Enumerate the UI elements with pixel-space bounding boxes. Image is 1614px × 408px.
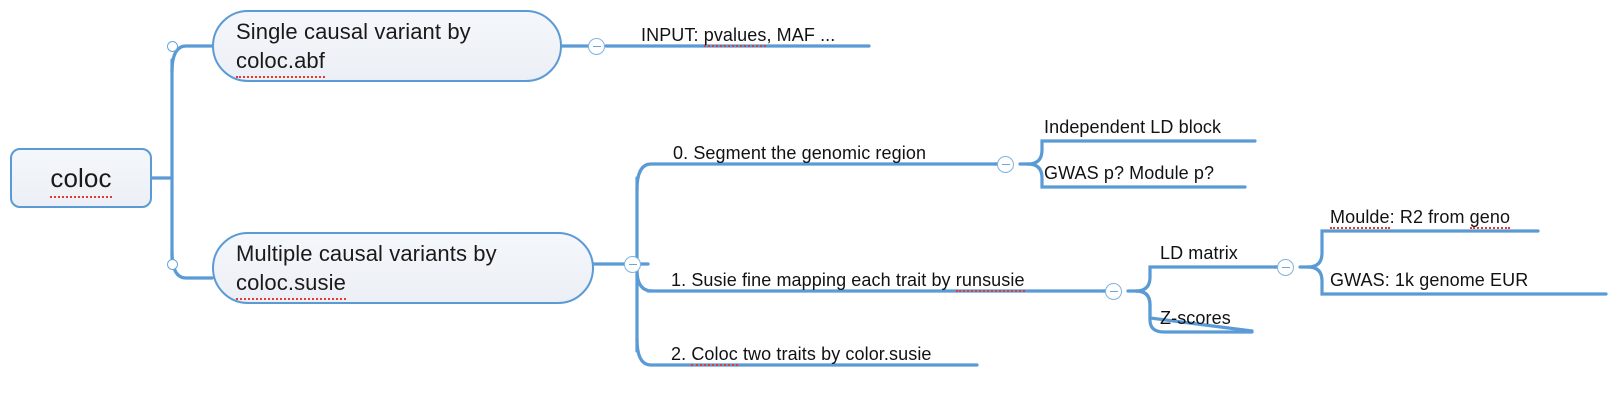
collapse-toggle-input[interactable] <box>588 38 605 55</box>
node-input-suffix: , MAF ... <box>766 25 836 45</box>
node-step-1-susie-fine-mapping[interactable]: 1. Susie fine mapping each trait by runs… <box>671 270 1025 292</box>
node-step-2-coloc-two-traits[interactable]: 2. Coloc two traits by color.susie <box>671 344 932 366</box>
collapse-toggle-segment[interactable] <box>997 156 1014 173</box>
node-step-0-segment-region[interactable]: 0. Segment the genomic region <box>673 143 927 163</box>
spellcheck-underline-coloc: coloc <box>50 161 112 199</box>
minus-icon <box>592 46 601 47</box>
root-node-label: coloc <box>50 161 112 199</box>
node-z-scores[interactable]: Z-scores <box>1160 308 1231 328</box>
collapse-toggle-susie[interactable] <box>1105 283 1122 300</box>
line-1: Single causal variant by <box>236 18 471 44</box>
spellcheck-underline-moulde: Moulde <box>1330 207 1390 229</box>
node-moulde-middle: : R2 from <box>1389 207 1470 227</box>
minus-icon <box>628 264 637 265</box>
line-1: Multiple causal variants by <box>236 240 497 266</box>
node-gwas-p-module-p[interactable]: GWAS p? Module p? <box>1044 163 1215 183</box>
spellcheck-underline-pvalues: pvalues <box>703 25 767 47</box>
node-input-pvalues-maf[interactable]: INPUT: pvalues, MAF ... <box>641 25 836 47</box>
minus-icon <box>1109 291 1118 292</box>
node-step-2-prefix: 2. <box>671 344 692 364</box>
node-gwas-1k-genome-eur[interactable]: GWAS: 1k genome EUR <box>1330 270 1529 290</box>
collapse-toggle-ldmatrix[interactable] <box>1277 259 1294 276</box>
branch-junction-dot-multiple[interactable] <box>167 259 178 270</box>
spellcheck-underline-geno: geno <box>1469 207 1511 229</box>
spellcheck-underline-coloc-word: Coloc <box>691 344 738 366</box>
minus-icon <box>1281 267 1290 268</box>
node-moulde-r2-from-geno[interactable]: Moulde: R2 from geno <box>1330 207 1511 229</box>
branch-junction-dot-single[interactable] <box>167 41 178 52</box>
root-node-coloc[interactable]: coloc <box>10 148 152 208</box>
node-input-prefix: INPUT: <box>641 25 704 45</box>
node-independent-ld-block[interactable]: Independent LD block <box>1044 117 1222 137</box>
node-ld-matrix[interactable]: LD matrix <box>1160 243 1238 263</box>
spellcheck-underline-coloc-abf: coloc.abf <box>236 46 325 79</box>
spellcheck-underline-runsusie: runsusie <box>955 270 1025 292</box>
node-step-1-prefix: 1. Susie fine mapping each trait by <box>671 270 956 290</box>
collapse-toggle-multiple[interactable] <box>624 256 641 273</box>
node-step-2-suffix: two traits by color.susie <box>737 344 932 364</box>
minus-icon <box>1001 164 1010 165</box>
spellcheck-underline-coloc-susie: coloc.susie <box>236 268 346 301</box>
